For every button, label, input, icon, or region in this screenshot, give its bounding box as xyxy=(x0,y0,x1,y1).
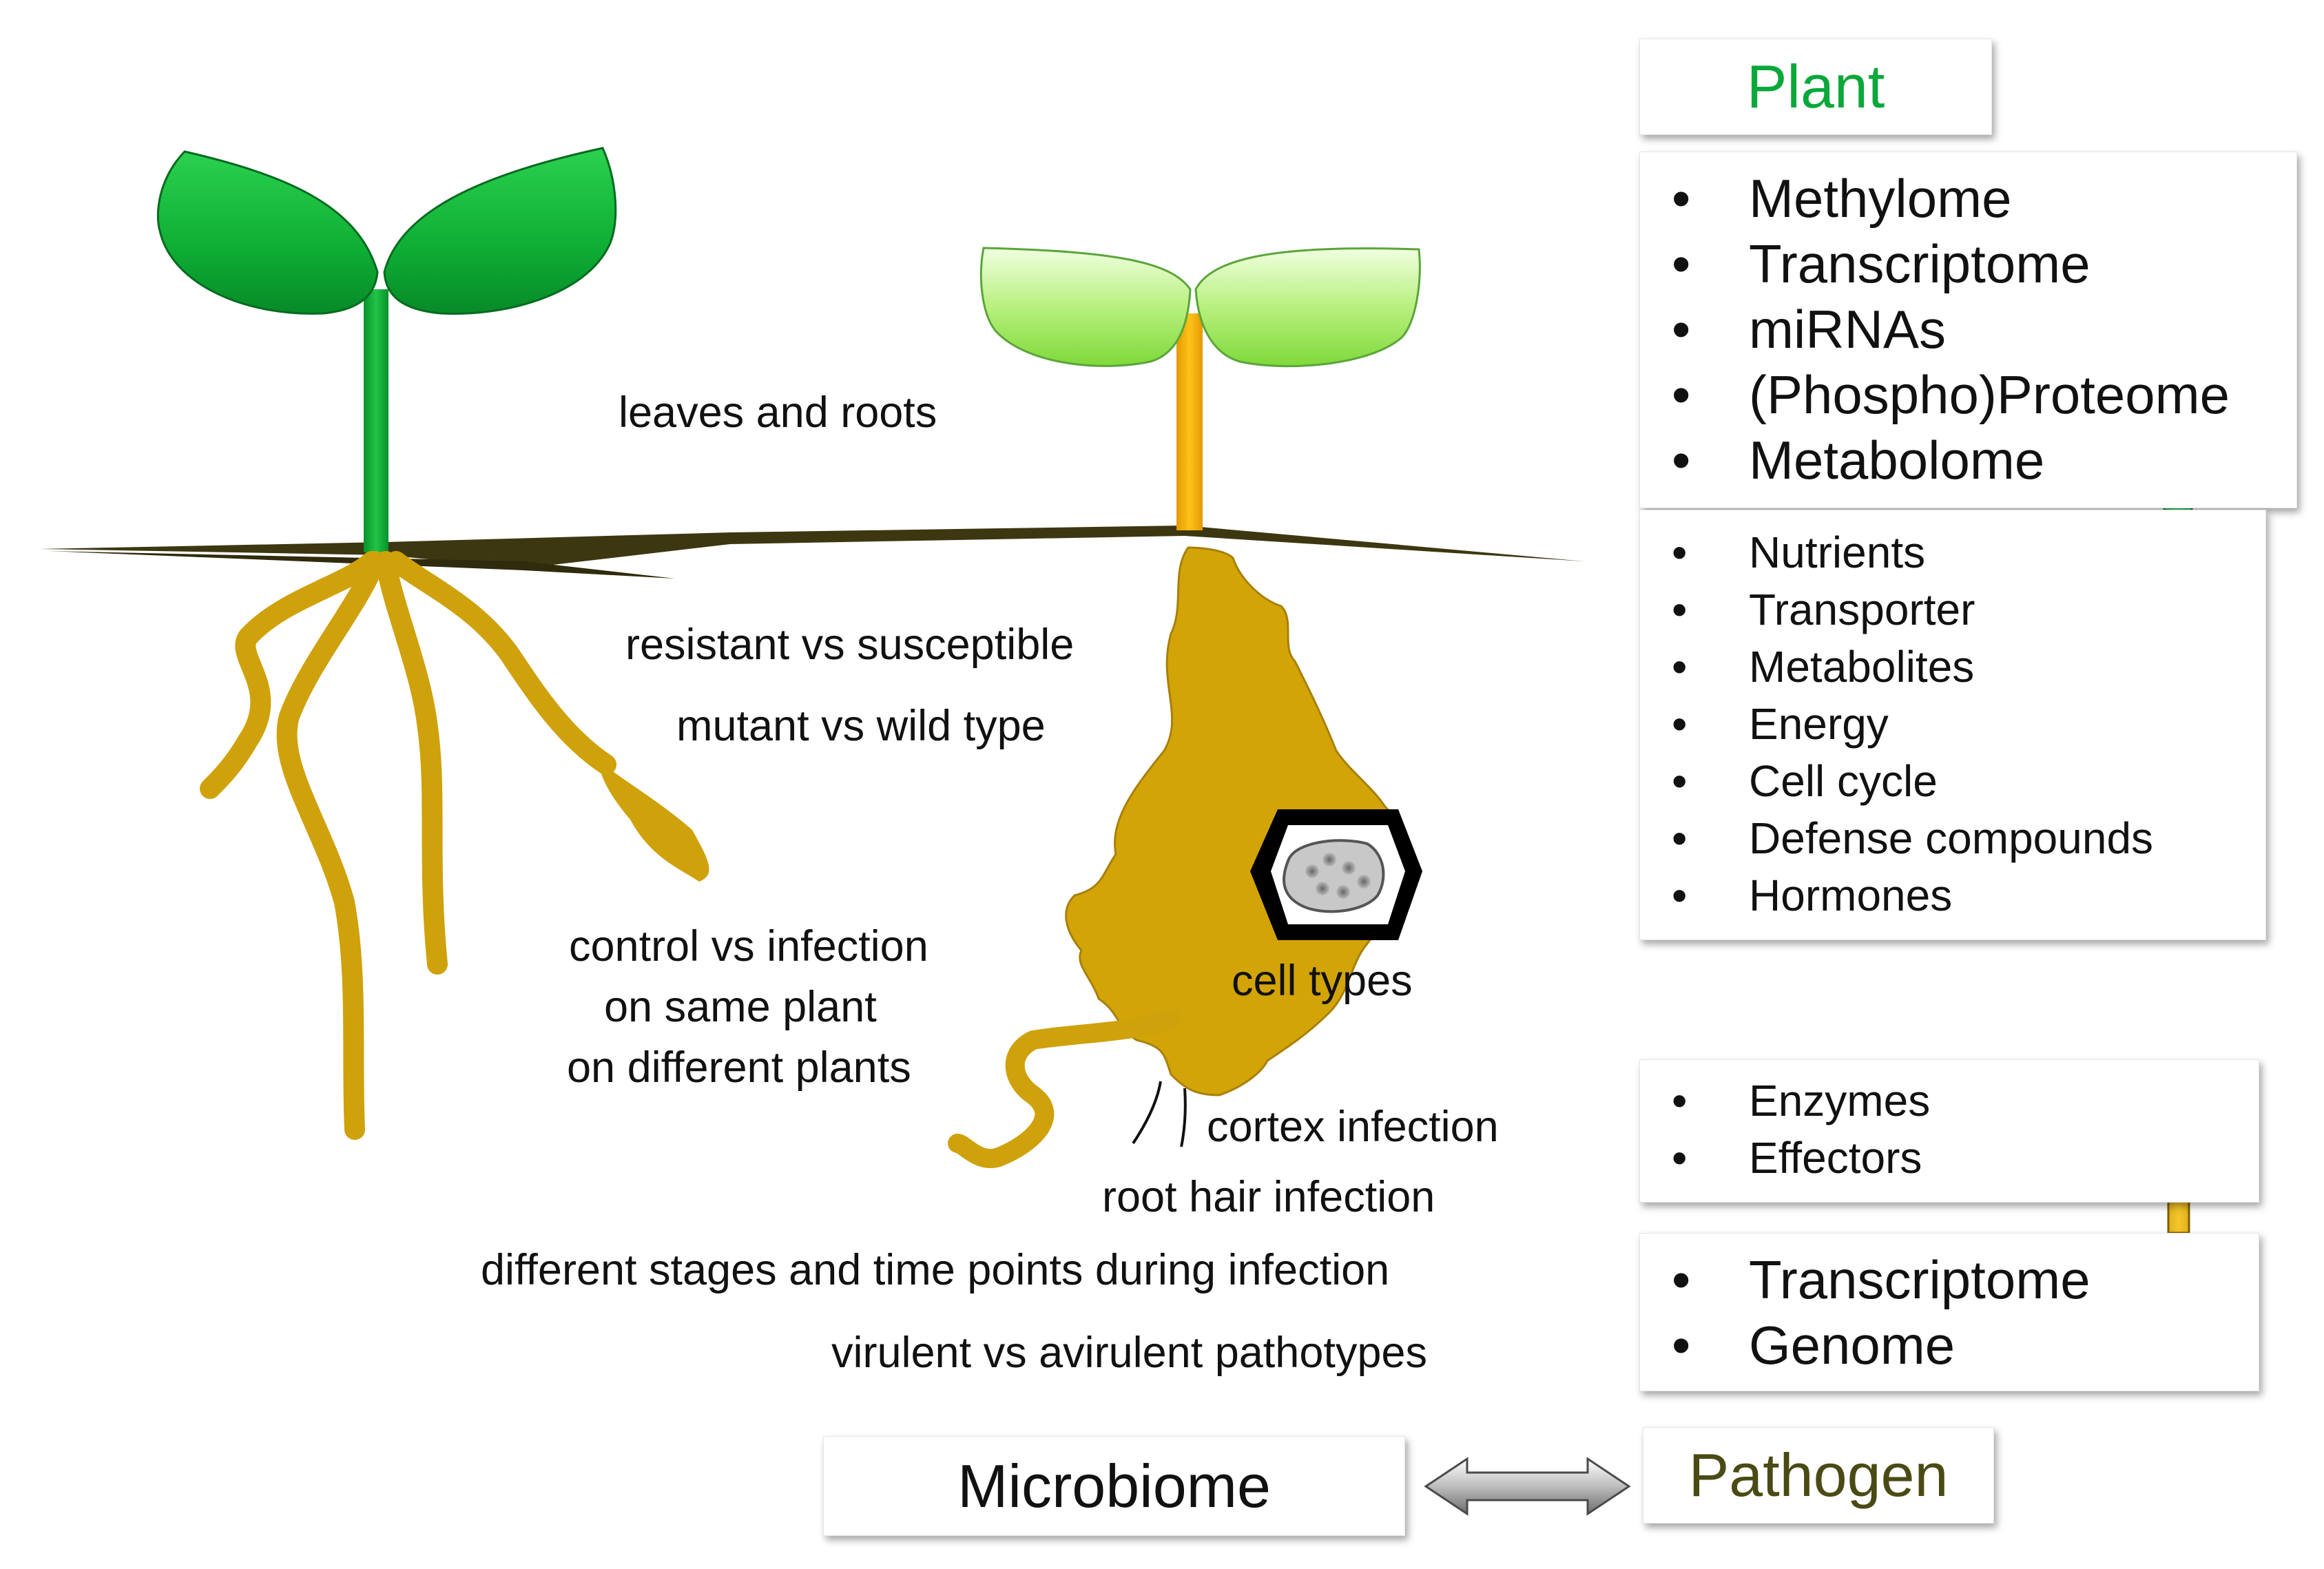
pathogen-factors-box: Enzymes Effectors xyxy=(1639,1059,2259,1203)
list-item: Enzymes xyxy=(1672,1072,2259,1130)
list-item: Methylome xyxy=(1672,166,2296,231)
list-item: Defense compounds xyxy=(1672,810,2265,867)
microbiome-box: Microbiome xyxy=(823,1436,1405,1536)
cell-icon xyxy=(1250,809,1422,940)
label-same-plant: on same plant xyxy=(604,983,877,1031)
plant-title-box: Plant xyxy=(1639,39,1992,135)
list-item: Metabolome xyxy=(1672,428,2296,493)
plant-omics-box: Methylome Transcriptome miRNAs (Phospho)… xyxy=(1639,152,2297,508)
list-item: Metabolites xyxy=(1672,638,2265,696)
label-different-plants: on different plants xyxy=(567,1043,911,1092)
soil-line xyxy=(40,526,1584,579)
list-item: Transcriptome xyxy=(1672,1247,2259,1313)
plant-affected-box: Nutrients Transporter Metabolites Energy… xyxy=(1639,510,2266,940)
list-item: Energy xyxy=(1672,696,2265,753)
label-stages: different stages and time points during … xyxy=(481,1246,1390,1294)
list-item: Nutrients xyxy=(1672,524,2265,581)
label-leaves-roots: leaves and roots xyxy=(619,388,937,437)
label-resistant: resistant vs susceptible xyxy=(625,621,1075,669)
left-seedling xyxy=(156,147,709,1140)
plant-title: Plant xyxy=(1746,52,1885,121)
label-mutant: mutant vs wild type xyxy=(676,702,1046,750)
right-seedling xyxy=(948,247,1421,1168)
list-item: Transporter xyxy=(1672,581,2265,638)
list-item: Effectors xyxy=(1672,1130,2259,1187)
pathogen-title-box: Pathogen xyxy=(1643,1427,1994,1524)
pathogen-factors-list: Enzymes Effectors xyxy=(1672,1072,2259,1187)
microbiome-title: Microbiome xyxy=(957,1451,1271,1520)
list-item: Genome xyxy=(1672,1313,2259,1378)
plant-affected-list: Nutrients Transporter Metabolites Energy… xyxy=(1672,524,2265,924)
list-item: Hormones xyxy=(1672,867,2265,924)
plant-omics-list: Methylome Transcriptome miRNAs (Phospho)… xyxy=(1672,166,2296,493)
pathogen-omics-box: Transcriptome Genome xyxy=(1639,1233,2259,1391)
list-item: Cell cycle xyxy=(1672,753,2265,810)
label-root-hair-infection: root hair infection xyxy=(1102,1173,1435,1221)
label-virulent: virulent vs avirulent pathotypes xyxy=(831,1329,1427,1377)
list-item: miRNAs xyxy=(1672,297,2296,362)
list-item: (Phospho)Proteome xyxy=(1672,362,2296,428)
double-arrow xyxy=(1424,1457,1631,1516)
pathogen-title: Pathogen xyxy=(1688,1441,1949,1509)
label-cortex-infection: cortex infection xyxy=(1207,1103,1499,1151)
label-cell-types: cell types xyxy=(1232,957,1413,1005)
pathogen-omics-list: Transcriptome Genome xyxy=(1672,1247,2259,1378)
label-control-infection: control vs infection xyxy=(569,922,928,970)
list-item: Transcriptome xyxy=(1672,231,2296,297)
